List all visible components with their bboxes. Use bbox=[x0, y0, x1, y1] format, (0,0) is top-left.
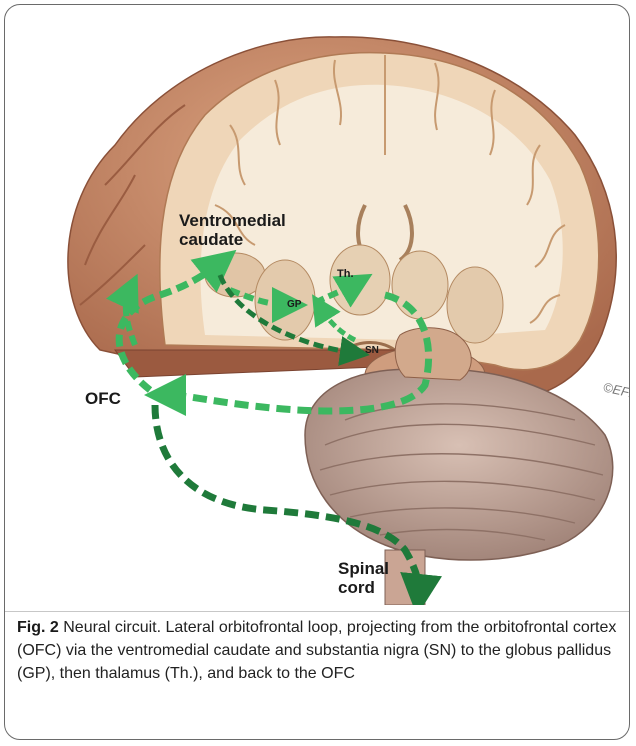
label-spinal-cord: Spinal cord bbox=[338, 559, 418, 597]
cerebellum bbox=[305, 369, 613, 560]
caption-divider bbox=[5, 611, 630, 612]
label-globus-pallidus: GP bbox=[287, 299, 301, 310]
figure-caption: Fig. 2 Neural circuit. Lateral orbitofro… bbox=[17, 616, 621, 685]
brain-illustration: Ventromedial caudate Th. GP SN OFC Spina… bbox=[5, 5, 630, 605]
label-spinal-line1: Spinal bbox=[338, 559, 418, 578]
figure-panel: Ventromedial caudate Th. GP SN OFC Spina… bbox=[4, 4, 630, 740]
label-ventromedial-line1: Ventromedial bbox=[179, 211, 319, 230]
thalamus bbox=[330, 245, 390, 315]
brain-circuit-diagram bbox=[5, 5, 630, 605]
label-ventromedial-caudate: Ventromedial caudate bbox=[179, 211, 319, 249]
caption-text: Neural circuit. Lateral orbitofrontal lo… bbox=[17, 619, 616, 682]
thalamus-right bbox=[392, 251, 448, 319]
label-ofc: OFC bbox=[85, 389, 121, 409]
caption-label: Fig. 2 bbox=[17, 619, 63, 636]
putamen-right bbox=[447, 267, 503, 343]
label-thalamus: Th. bbox=[337, 268, 354, 280]
label-ventromedial-line2: caudate bbox=[179, 230, 319, 249]
label-substantia-nigra: SN bbox=[365, 345, 379, 356]
label-spinal-line2: cord bbox=[338, 578, 418, 597]
